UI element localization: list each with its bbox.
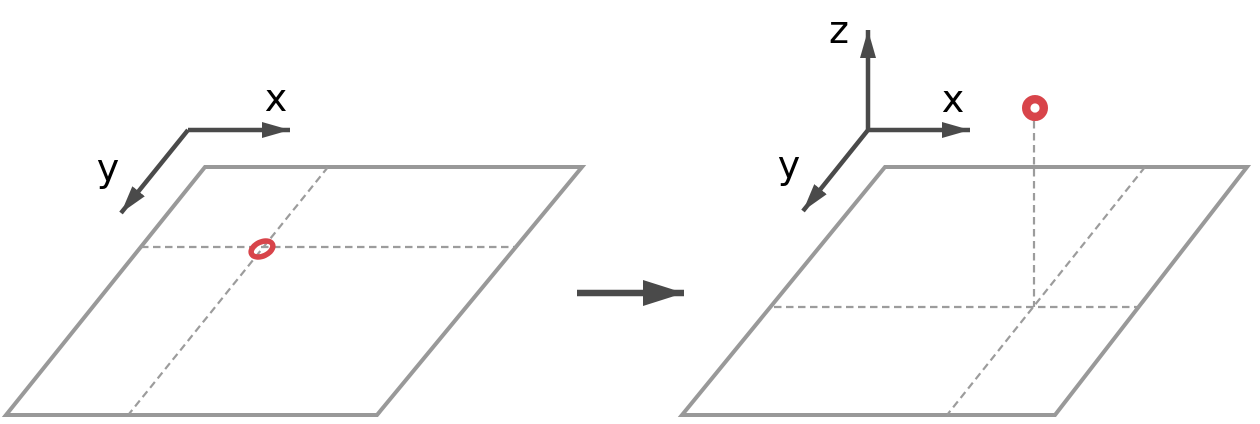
- left-point-ring-icon: [248, 238, 276, 260]
- right-x-axis-label: x: [942, 77, 965, 121]
- right-dashed-y-line: [946, 166, 1146, 416]
- left-x-axis-label: x: [265, 76, 288, 120]
- right-y-axis-arrow-icon: [801, 128, 870, 213]
- right-y-axis-label: y: [778, 143, 801, 187]
- right-plane: [677, 165, 1252, 417]
- left-plane: [1, 165, 587, 417]
- left-2d-panel: x y: [1, 76, 587, 417]
- left-dashed-y-line: [128, 166, 329, 415]
- left-y-axis-label: y: [97, 146, 120, 190]
- right-z-axis-label: z: [829, 8, 849, 52]
- right-point-ring-icon: [1021, 94, 1048, 121]
- left-y-axis-arrow-icon: [119, 128, 190, 215]
- right-3d-panel: z x y: [677, 8, 1252, 417]
